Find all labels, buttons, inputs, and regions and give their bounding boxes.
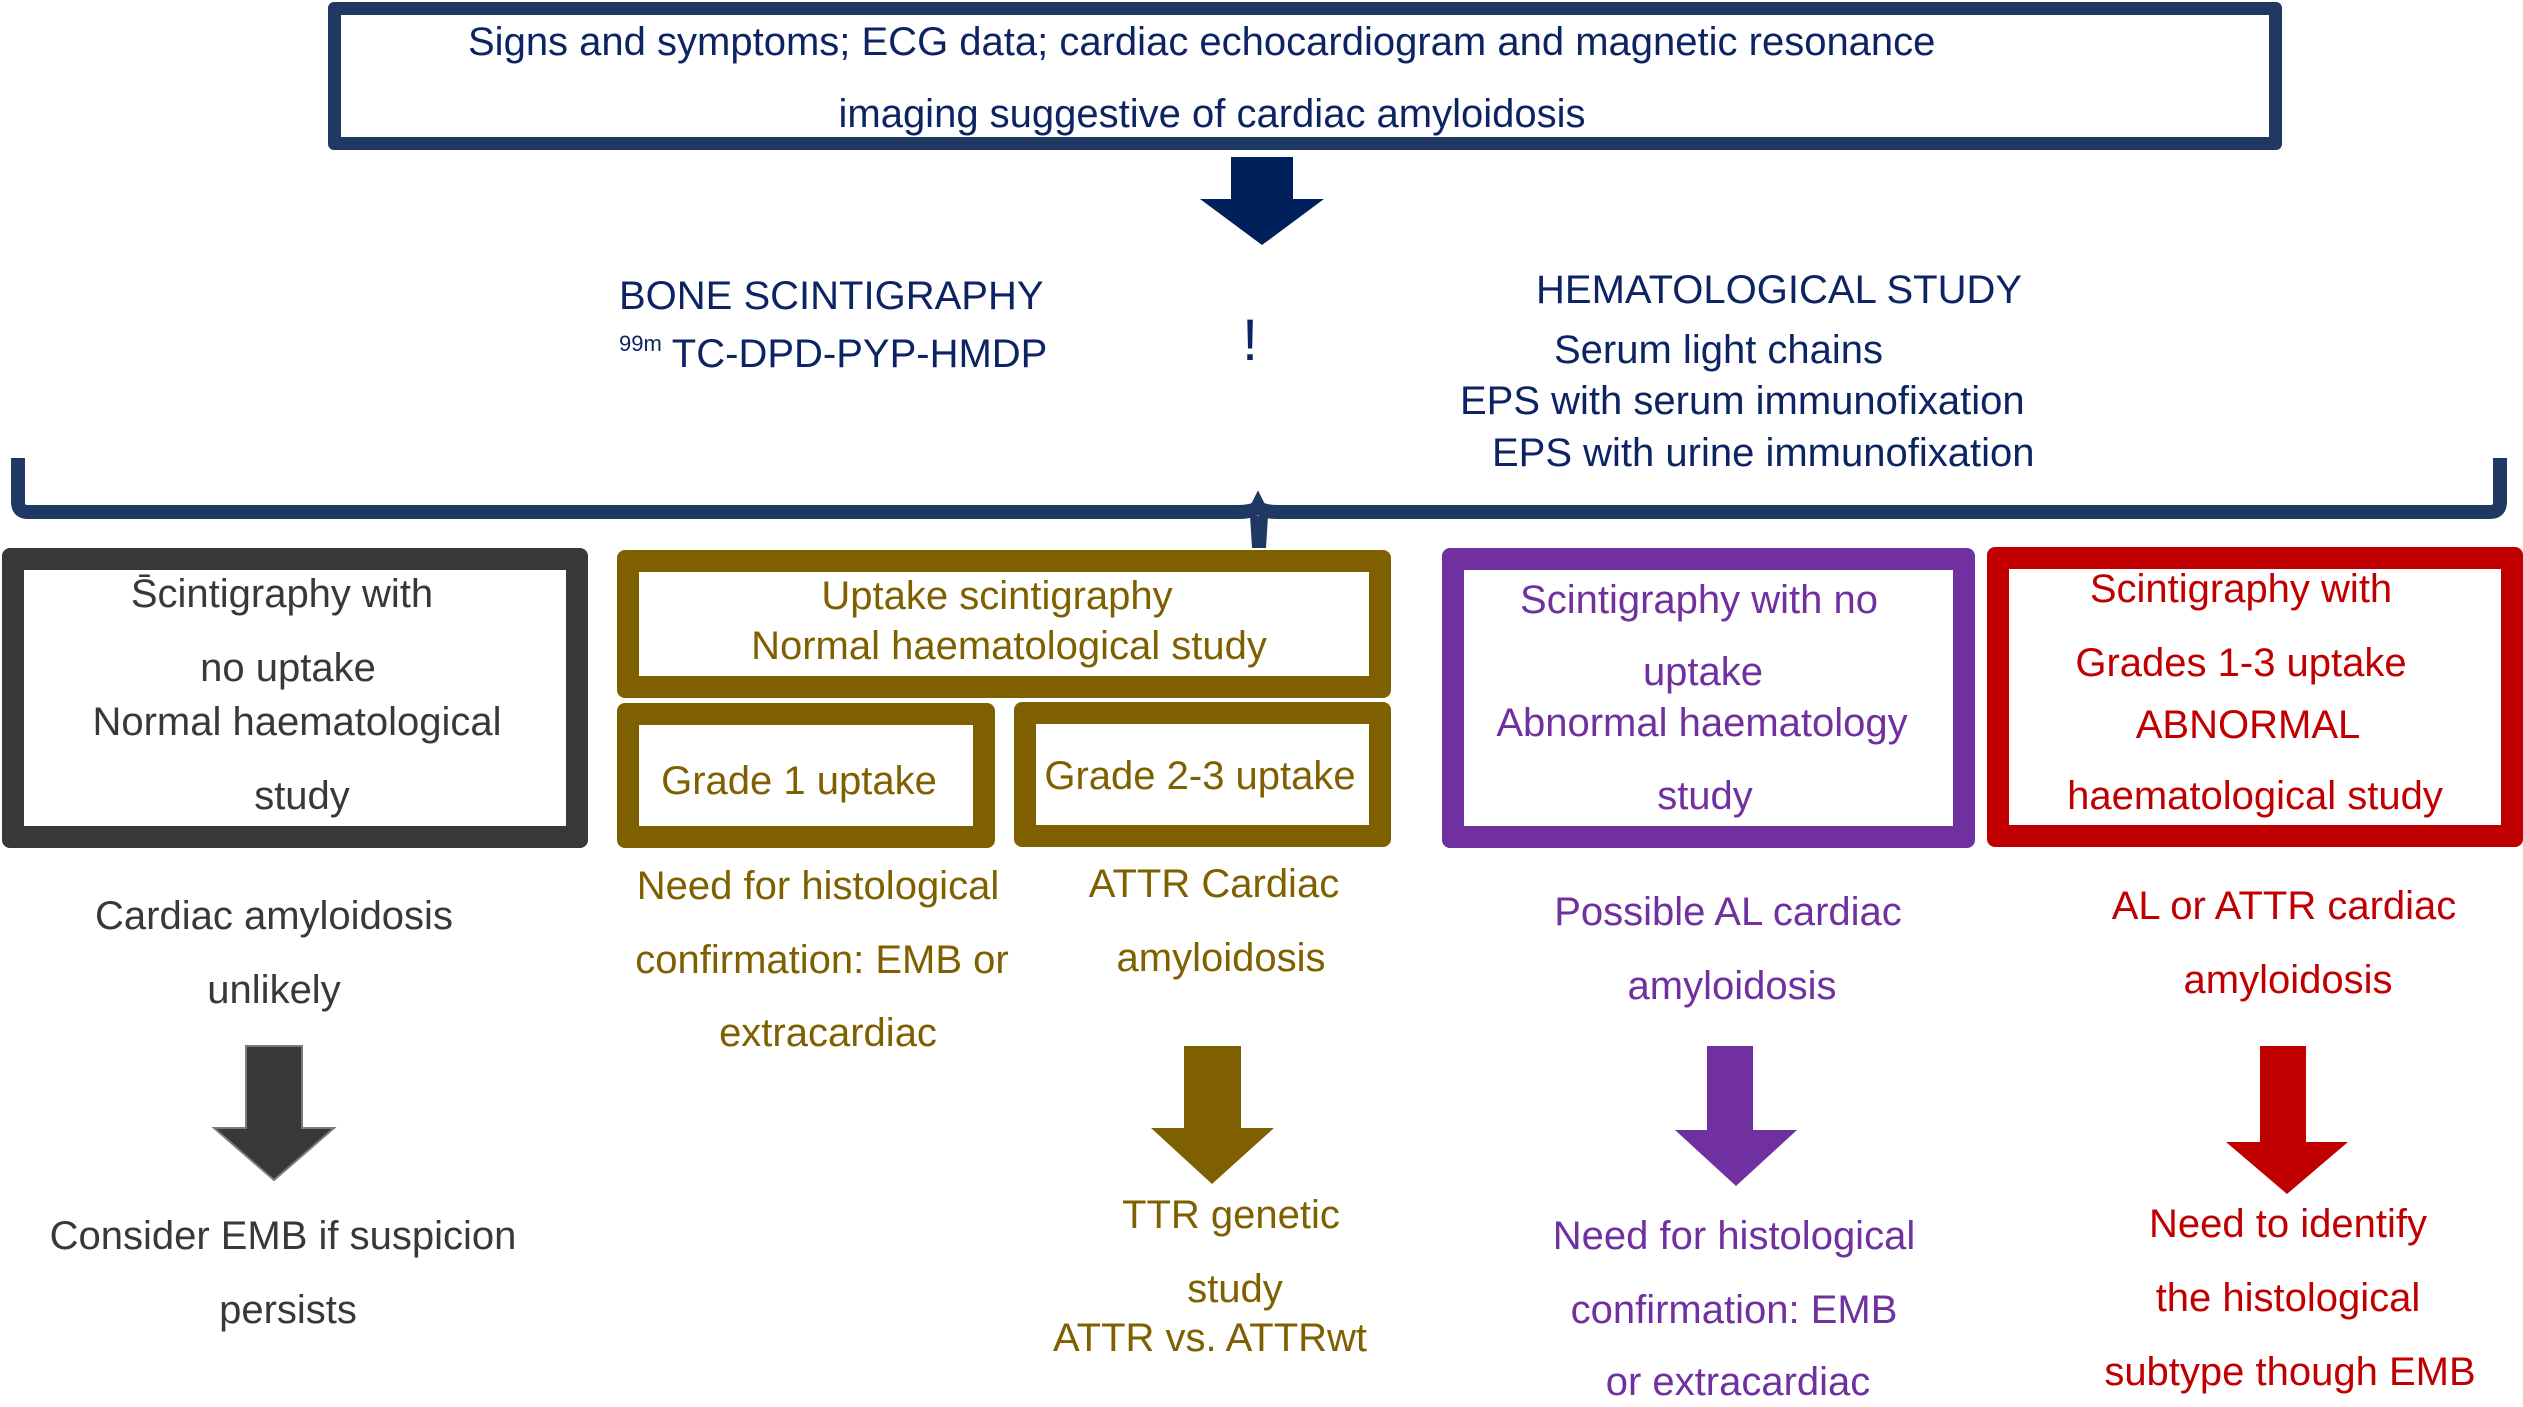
hematological-item: EPS with urine immunofixation (1492, 431, 2035, 475)
purple-box-line: Scintigraphy with no (1520, 578, 1878, 622)
grade-1-uptake-label: Grade 1 uptake (661, 759, 937, 803)
bone-scintigraphy-title: BONE SCINTIGRAPHY (619, 274, 1044, 318)
grade-2-3-uptake-box (1014, 702, 1391, 847)
down-arrow-icon (2226, 1046, 2348, 1194)
down-arrow-icon (1675, 1046, 1797, 1186)
red-next-step-line: Need to identify (2149, 1202, 2427, 1246)
hematological-item: EPS with serum immunofixation (1460, 379, 2025, 423)
grade-2-3-result-line: amyloidosis (1116, 936, 1326, 980)
top-box-line1: Signs and symptoms; ECG data; cardiac ec… (468, 20, 1936, 64)
isotope-superscript: 99m (619, 331, 662, 356)
red-box-line: Grades 1-3 uptake (2075, 641, 2407, 685)
grade-1-result-line: Need for histological (636, 864, 1000, 908)
branch-brace (11, 458, 2507, 548)
purple-next-step-line: Need for histological (1552, 1214, 1916, 1258)
purple-result-line: Possible AL cardiac (1554, 890, 1902, 934)
no-uptake-normal-hematology-box (2, 548, 588, 848)
red-result-line: amyloidosis (2183, 958, 2393, 1002)
olive-next-step-line: TTR genetic (1122, 1193, 1340, 1237)
gray-box-line: S̄cintigraphy with (130, 572, 434, 616)
purple-next-step-line: confirmation: EMB (1570, 1288, 1898, 1332)
red-next-step-line: subtype though EMB (2104, 1350, 2476, 1394)
red-box-line: ABNORMAL (2135, 703, 2361, 747)
grade-2-3-result-line: ATTR Cardiac (1088, 862, 1340, 906)
olive-box-line: Normal haematological study (751, 624, 1267, 668)
gray-box-line: no uptake (200, 646, 376, 690)
gray-box-line: Normal haematological (92, 700, 502, 744)
red-box-line: haematological study (2067, 774, 2443, 818)
gray-result-line: unlikely (207, 968, 341, 1012)
uptake-normal-hematology-box (617, 550, 1391, 698)
gray-box-line: study (254, 774, 350, 818)
gray-next-step-line: persists (219, 1288, 357, 1332)
olive-box-line: Uptake scintigraphy (821, 574, 1173, 618)
grade-2-3-uptake-label: Grade 2-3 uptake (1044, 754, 1356, 798)
down-arrow-icon (1200, 157, 1324, 245)
uptake-abnormal-hematology-box (1987, 547, 2523, 847)
red-box-line: Scintigraphy with (2089, 567, 2393, 611)
bone-scintigraphy-tracers: 99m TC-DPD-PYP-HMDP (619, 331, 1048, 376)
purple-box-line: Abnormal haematology (1496, 701, 1908, 745)
hematological-study-title: HEMATOLOGICAL STUDY (1536, 268, 2023, 312)
gray-result-line: Cardiac amyloidosis (95, 894, 453, 938)
tracer-list: TC-DPD-PYP-HMDP (671, 332, 1048, 376)
hematological-item: Serum light chains (1554, 328, 1884, 372)
top-box (328, 2, 2282, 150)
red-result-line: AL or ATTR cardiac (2111, 884, 2457, 928)
red-next-step-line: the histological (2155, 1276, 2421, 1320)
no-uptake-abnormal-hematology-box (1442, 548, 1975, 848)
top-box-line2: imaging suggestive of cardiac amyloidosi… (838, 92, 1586, 136)
purple-box-line: uptake (1642, 650, 1764, 694)
gray-next-step-line: Consider EMB if suspicion (49, 1214, 517, 1258)
down-arrow-icon (1151, 1046, 1274, 1184)
grade-1-result-line: extracardiac (719, 1011, 937, 1055)
grade-1-result-line: confirmation: EMB or (635, 938, 1009, 982)
purple-next-step-line: or extracardiac (1605, 1360, 1871, 1404)
olive-next-step-line: study (1187, 1267, 1283, 1311)
separator-mark: ! (1242, 308, 1259, 373)
purple-result-line: amyloidosis (1627, 964, 1837, 1008)
olive-next-step-line: ATTR vs. ATTRwt (1052, 1316, 1368, 1360)
down-arrow-icon (211, 1045, 337, 1182)
grade-1-uptake-box (617, 703, 995, 848)
purple-box-line: study (1657, 774, 1753, 818)
